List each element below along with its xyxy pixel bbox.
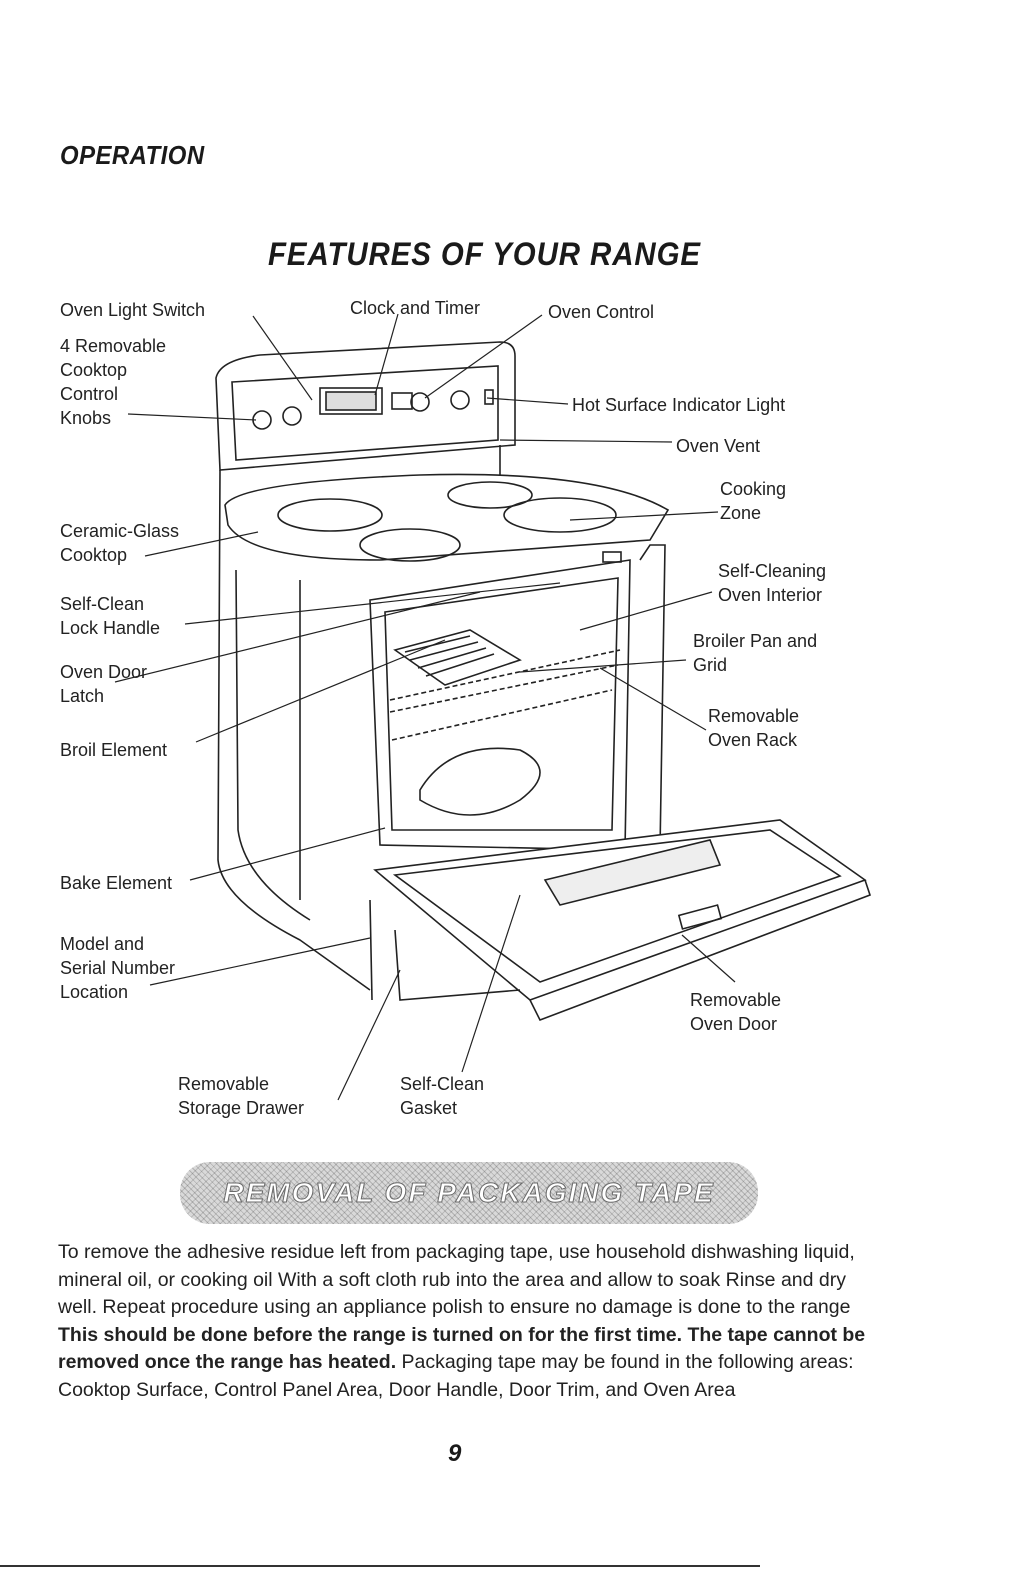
label-bake-element: Bake Element (60, 873, 173, 893)
instructions-warning: This should be done before the range is … (58, 1323, 866, 1374)
footer-rule (0, 1565, 760, 1567)
cooktop-knob-icon (410, 392, 430, 412)
page-number: 9 (448, 1440, 462, 1467)
label-removable-rack: Removable Oven Rack (708, 706, 800, 750)
label-storage-drawer: Removable Storage Drawer (178, 1074, 305, 1118)
leader-lines (114, 313, 736, 1101)
range-diagram (114, 313, 872, 1101)
broiler-pan (393, 629, 522, 686)
label-oven-light-switch: Oven Light Switch (60, 300, 206, 320)
label-broil-element: Broil Element (60, 740, 168, 760)
label-oven-vent: Oven Vent (676, 436, 761, 456)
packaging-tape-banner: REMOVAL OF PACKAGING TAPE (180, 1162, 758, 1224)
oven-door (373, 819, 872, 1022)
label-cooking-zone: Cooking Zone (720, 479, 787, 523)
label-oven-control: Oven Control (548, 302, 655, 322)
cooktop-knob-icon (450, 390, 470, 410)
latch-icon (602, 551, 622, 563)
label-self-cleaning-interior: Self-Cleaning Oven Interior (718, 561, 827, 605)
label-oven-door-latch: Oven Door Latch (60, 662, 148, 706)
label-cooktop-knobs: 4 Removable Cooktop Control Knobs (60, 336, 167, 428)
label-model-serial: Model and Serial Number Location (60, 934, 176, 1002)
instructions-text-1: To remove the adhesive residue left from… (58, 1241, 855, 1318)
oven-cavity (369, 544, 666, 861)
cooktop (224, 473, 670, 562)
label-removable-door: Removable Oven Door (690, 990, 782, 1034)
instructions-text-2: Packaging tape may be found in the follo… (58, 1351, 854, 1401)
label-self-clean-lock: Self-Clean Lock Handle (60, 594, 161, 638)
packaging-tape-instructions: To remove the adhesive residue left from… (58, 1239, 888, 1404)
label-ceramic-glass-cooktop: Ceramic-Glass Cooktop (60, 521, 180, 565)
label-hot-surface-light: Hot Surface Indicator Light (572, 395, 786, 415)
section-header: OPERATION (60, 140, 205, 170)
page-title: FEATURES OF YOUR RANGE (268, 236, 701, 272)
label-clock-timer: Clock and Timer (350, 298, 481, 318)
cooktop-knob-icon (282, 406, 302, 426)
control-panel (215, 341, 516, 471)
banner-text: REMOVAL OF PACKAGING TAPE (223, 1177, 715, 1209)
label-self-clean-gasket: Self-Clean Gasket (400, 1074, 485, 1118)
label-broiler-pan: Broiler Pan and Grid (693, 631, 818, 675)
